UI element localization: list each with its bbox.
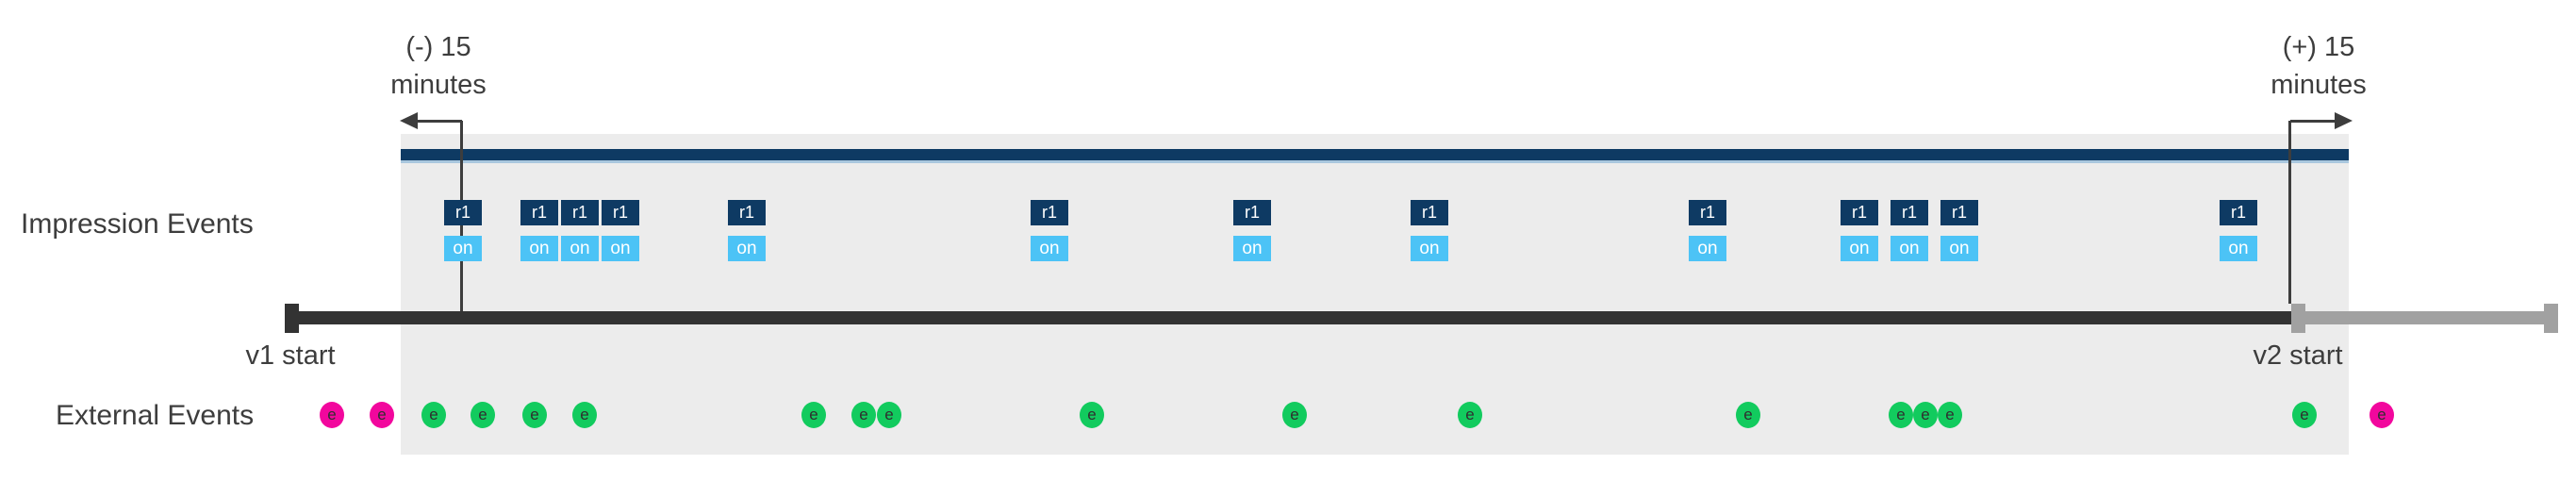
plus-window-label: (+) 15 minutes <box>2248 28 2389 104</box>
impression-state: on <box>1891 236 1928 261</box>
external-event-green: e <box>1913 402 1938 428</box>
impression-state: on <box>444 236 482 261</box>
impression-state: on <box>1940 236 1978 261</box>
v2-start-cap <box>2291 304 2305 333</box>
external-event-green: e <box>877 402 901 428</box>
impression-tag: r1 <box>1891 200 1928 225</box>
minus-window-line2: minutes <box>390 70 487 100</box>
external-event-pink: e <box>320 402 344 428</box>
impression-state: on <box>728 236 766 261</box>
external-event-green: e <box>1282 402 1307 428</box>
impression-tag: r1 <box>520 200 558 225</box>
external-event-green: e <box>1458 402 1482 428</box>
impression-state: on <box>1031 236 1068 261</box>
external-event-green: e <box>1736 402 1760 428</box>
v2-start-label: v2 start <box>2253 340 2343 371</box>
external-events-label: External Events <box>56 400 255 431</box>
impression-state: on <box>520 236 558 261</box>
analysis-window-panel <box>401 134 2349 455</box>
plus-window-marker-line <box>2288 121 2291 304</box>
minus-window-line1: (-) 15 <box>405 32 471 62</box>
external-event-pink: e <box>2370 402 2394 428</box>
minus-window-label: (-) 15 minutes <box>368 28 509 104</box>
impression-state: on <box>1411 236 1448 261</box>
external-event-green: e <box>572 402 597 428</box>
timeline-end-cap <box>2544 304 2558 333</box>
impression-state: on <box>2220 236 2257 261</box>
impression-tag: r1 <box>2220 200 2257 225</box>
impression-tag: r1 <box>728 200 766 225</box>
external-event-green: e <box>1080 402 1104 428</box>
impression-state: on <box>1841 236 1878 261</box>
impression-tag: r1 <box>1031 200 1068 225</box>
right-arrowhead-icon <box>2335 112 2353 129</box>
campaign-bar <box>401 149 2349 163</box>
left-arrowhead-icon <box>400 112 418 129</box>
impression-tag: r1 <box>444 200 482 225</box>
external-event-green: e <box>522 402 547 428</box>
impression-tag: r1 <box>602 200 639 225</box>
impression-state: on <box>602 236 639 261</box>
external-event-green: e <box>421 402 446 428</box>
left-arrow-line <box>415 120 462 123</box>
external-event-green: e <box>471 402 495 428</box>
external-event-pink: e <box>370 402 394 428</box>
external-event-green: e <box>1889 402 1913 428</box>
v1-start-label: v1 start <box>245 340 336 371</box>
right-arrow-line <box>2290 120 2337 123</box>
external-event-green: e <box>2292 402 2317 428</box>
plus-window-line2: minutes <box>2271 70 2367 100</box>
impression-state: on <box>561 236 599 261</box>
impression-tag: r1 <box>1841 200 1878 225</box>
impression-events-label: Impression Events <box>21 208 254 240</box>
impression-tag: r1 <box>1233 200 1271 225</box>
v1-start-cap <box>285 304 299 333</box>
impression-state: on <box>1689 236 1726 261</box>
impression-tag: r1 <box>561 200 599 225</box>
external-event-green: e <box>801 402 826 428</box>
timeline-v2-segment <box>2291 311 2558 324</box>
impression-tag: r1 <box>1689 200 1726 225</box>
impression-state: on <box>1233 236 1271 261</box>
external-event-green: e <box>851 402 876 428</box>
impression-tag: r1 <box>1940 200 1978 225</box>
external-event-green: e <box>1938 402 1962 428</box>
timeline-v1-segment <box>285 311 2291 324</box>
impression-tag: r1 <box>1411 200 1448 225</box>
plus-window-line1: (+) 15 <box>2282 32 2355 62</box>
